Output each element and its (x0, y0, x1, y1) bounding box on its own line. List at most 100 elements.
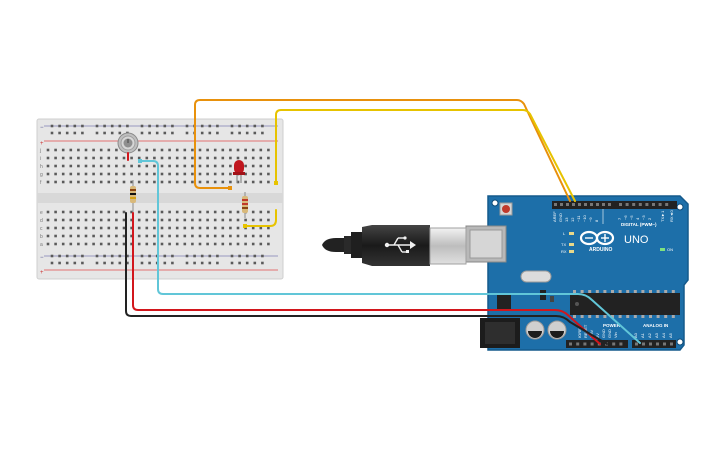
breadboard-hole[interactable] (163, 124, 167, 128)
breadboard-hole[interactable] (65, 261, 69, 265)
breadboard-hole[interactable] (267, 172, 270, 176)
breadboard-hole[interactable] (61, 164, 65, 168)
breadboard-hole[interactable] (183, 180, 187, 184)
breadboard-hole[interactable] (84, 156, 88, 160)
breadboard-hole[interactable] (69, 172, 73, 176)
digital-pins[interactable] (554, 203, 669, 206)
breadboard-hole[interactable] (107, 164, 111, 168)
breadboard-hole[interactable] (137, 156, 141, 160)
breadboard-hole[interactable] (191, 218, 194, 222)
breadboard-hole[interactable] (229, 164, 232, 168)
breadboard-hole[interactable] (198, 164, 202, 168)
breadboard-hole[interactable] (54, 148, 57, 152)
breadboard-hole[interactable] (122, 180, 126, 184)
header-pin[interactable] (635, 342, 638, 346)
header-pin[interactable] (663, 342, 666, 346)
breadboard-hole[interactable] (84, 148, 88, 152)
breadboard-hole[interactable] (267, 242, 270, 246)
breadboard-hole[interactable] (208, 124, 212, 128)
breadboard-hole[interactable] (61, 226, 65, 230)
breadboard-hole[interactable] (54, 180, 57, 184)
breadboard-hole[interactable] (236, 234, 240, 238)
breadboard-holes[interactable] (46, 124, 270, 265)
breadboard-hole[interactable] (145, 164, 149, 168)
breadboard-hole[interactable] (92, 234, 95, 238)
breadboard-hole[interactable] (153, 148, 156, 152)
header-pin[interactable] (569, 342, 572, 346)
breadboard-hole[interactable] (206, 180, 209, 184)
breadboard-hole[interactable] (54, 242, 57, 246)
breadboard-hole[interactable] (54, 218, 57, 222)
breadboard-hole[interactable] (54, 234, 57, 238)
breadboard-hole[interactable] (163, 254, 167, 258)
breadboard-hole[interactable] (251, 218, 255, 222)
breadboard-hole[interactable] (168, 210, 171, 214)
breadboard-hole[interactable] (65, 254, 69, 258)
breadboard-hole[interactable] (183, 242, 187, 246)
breadboard-hole[interactable] (50, 254, 54, 258)
breadboard-hole[interactable] (92, 242, 95, 246)
breadboard-hole[interactable] (191, 234, 194, 238)
breadboard-hole[interactable] (221, 164, 225, 168)
breadboard-hole[interactable] (236, 148, 240, 152)
breadboard-hole[interactable] (46, 148, 50, 152)
breadboard-hole[interactable] (183, 234, 187, 238)
breadboard-hole[interactable] (259, 156, 263, 160)
breadboard-hole[interactable] (251, 226, 255, 230)
potentiometer[interactable] (117, 132, 139, 154)
breadboard-hole[interactable] (160, 234, 164, 238)
breadboard-hole[interactable] (77, 210, 80, 214)
breadboard-hole[interactable] (145, 172, 149, 176)
breadboard-hole[interactable] (175, 210, 179, 214)
breadboard-hole[interactable] (122, 164, 126, 168)
breadboard-hole[interactable] (160, 226, 164, 230)
breadboard-hole[interactable] (137, 172, 141, 176)
breadboard-hole[interactable] (145, 242, 149, 246)
breadboard-hole[interactable] (191, 180, 194, 184)
breadboard-hole[interactable] (107, 172, 111, 176)
breadboard-hole[interactable] (229, 156, 232, 160)
header-pin[interactable] (665, 203, 669, 206)
breadboard-hole[interactable] (58, 254, 61, 258)
breadboard-hole[interactable] (145, 148, 149, 152)
breadboard-hole[interactable] (46, 242, 50, 246)
breadboard-hole[interactable] (238, 261, 241, 265)
header-pin[interactable] (572, 203, 575, 206)
breadboard-hole[interactable] (221, 210, 225, 214)
breadboard-hole[interactable] (185, 124, 189, 128)
breadboard-hole[interactable] (145, 210, 149, 214)
header-pin[interactable] (596, 203, 599, 206)
breadboard-hole[interactable] (153, 226, 156, 230)
breadboard-hole[interactable] (213, 180, 217, 184)
breadboard-hole[interactable] (137, 180, 141, 184)
breadboard-hole[interactable] (267, 218, 270, 222)
power-header[interactable] (566, 340, 628, 348)
breadboard-hole[interactable] (221, 148, 225, 152)
breadboard-hole[interactable] (77, 148, 80, 152)
breadboard-hole[interactable] (115, 218, 118, 222)
wire-orange[interactable] (194, 99, 571, 202)
breadboard-hole[interactable] (163, 261, 167, 265)
breadboard-hole[interactable] (198, 218, 202, 222)
breadboard-hole[interactable] (110, 124, 114, 128)
breadboard-hole[interactable] (145, 218, 149, 222)
breadboard-hole[interactable] (221, 172, 225, 176)
breadboard-hole[interactable] (69, 164, 73, 168)
breadboard-hole[interactable] (236, 210, 240, 214)
breadboard-hole[interactable] (65, 124, 69, 128)
wire-yellow-short[interactable] (244, 209, 277, 227)
breadboard-hole[interactable] (251, 234, 255, 238)
breadboard-hole[interactable] (213, 242, 217, 246)
breadboard-hole[interactable] (77, 226, 80, 230)
breadboard-hole[interactable] (118, 131, 122, 135)
breadboard-hole[interactable] (137, 210, 141, 214)
breadboard-hole[interactable] (130, 172, 133, 176)
breadboard-hole[interactable] (216, 124, 219, 128)
breadboard-hole[interactable] (126, 254, 129, 258)
breadboard-hole[interactable] (261, 254, 264, 258)
breadboard-hole[interactable] (206, 156, 209, 160)
breadboard-hole[interactable] (236, 218, 240, 222)
breadboard-hole[interactable] (58, 124, 61, 128)
breadboard-hole[interactable] (153, 156, 156, 160)
header-pin[interactable] (670, 342, 673, 346)
